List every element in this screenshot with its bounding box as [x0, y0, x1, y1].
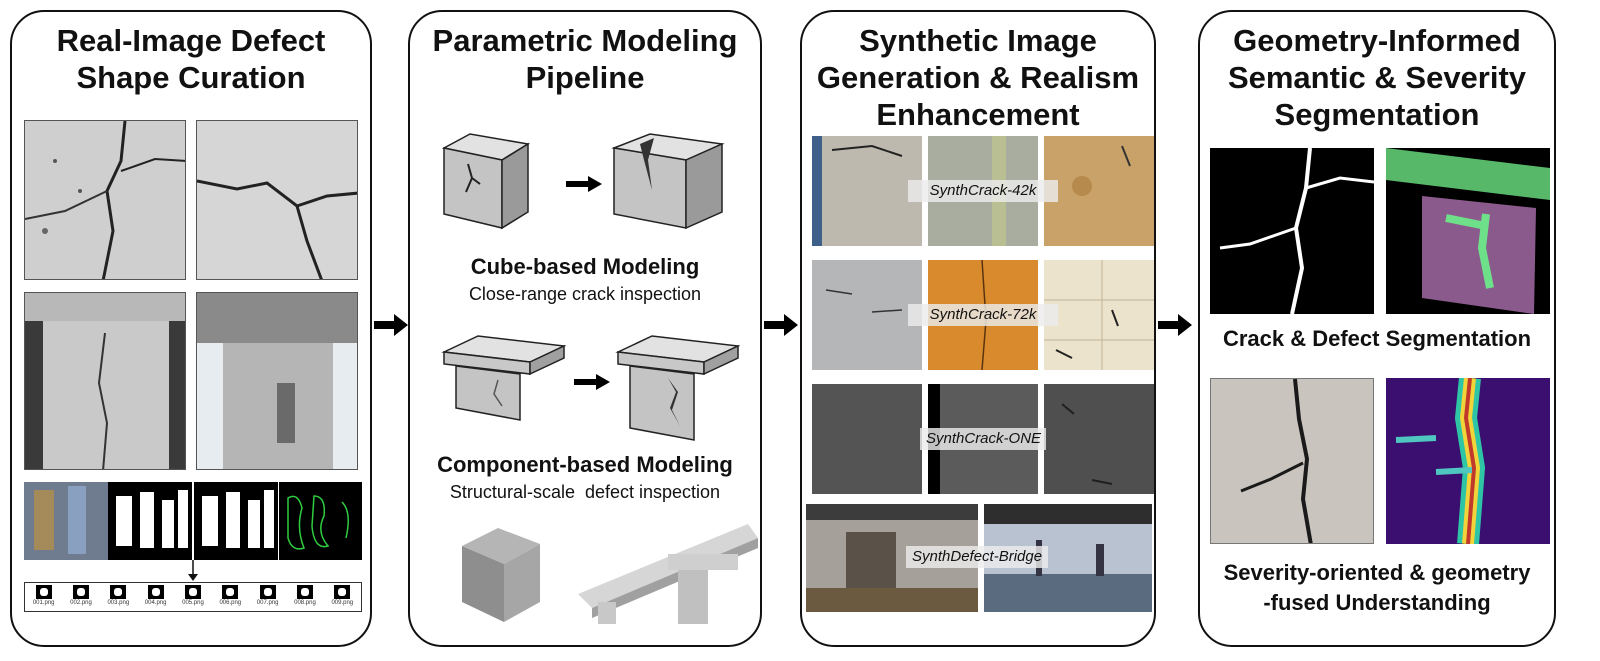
severity-heatmap	[1386, 378, 1550, 544]
thumbnail-item: 007.png	[256, 585, 279, 607]
thumbnail-item: 006.png	[219, 585, 241, 607]
thumbnail-mask	[184, 585, 201, 599]
panel-parametric-modeling: Parametric Modeling Pipeline Cube-based …	[408, 10, 762, 647]
thumbnail-mask	[110, 585, 127, 599]
down-arrow-icon	[188, 560, 198, 581]
process-arrow-icon	[566, 176, 602, 192]
panel-title: Real-Image Defect Shape Curation	[56, 23, 326, 95]
panel-synthetic-generation: Synthetic Image Generation & Realism Enh…	[800, 10, 1156, 647]
bridge-component-render	[578, 524, 758, 624]
thumbnail-mask	[334, 585, 351, 599]
crack-photo-closeup	[1210, 378, 1374, 544]
thumbnail-item: 002.png	[70, 585, 92, 607]
thumbnail-item: 003.png	[107, 585, 129, 607]
thumbnail-filename: 009.png	[331, 600, 354, 606]
panel-title: Geometry-Informed Semantic & Severity Se…	[1227, 23, 1527, 132]
thumbnail-mask	[147, 585, 164, 599]
cube-modeling-heading: Cube-based Modeling	[470, 254, 700, 279]
synth-row-1: SynthCrack-42k	[812, 136, 1154, 246]
thumbnail-mask	[296, 585, 313, 599]
semantic-defect-mask	[1386, 148, 1550, 314]
right-arrow-icon	[1158, 314, 1192, 336]
right-arrow-icon	[374, 314, 408, 336]
synth-row-2: SynthCrack-72k	[812, 260, 1154, 370]
thumbnail-item: 009.png	[331, 585, 353, 607]
component-modeling-subtitle: Structural-scale defect inspection	[449, 482, 721, 502]
beam-before-icon	[441, 335, 566, 421]
segmentation-caption: Crack & Defect Segmentation	[1222, 326, 1532, 351]
thumbnail-item: 005.png	[182, 585, 204, 607]
thumbnail-filename: 006.png	[219, 600, 242, 606]
panel-real-image-curation: Real-Image Defect Shape Curation	[10, 10, 372, 647]
concrete-cube-render	[462, 528, 540, 622]
beam-after-icon	[615, 335, 740, 441]
dataset-label-synthdefect-bridge: SynthDefect-Bridge	[906, 546, 1048, 568]
cube-before-icon	[441, 133, 531, 230]
thumbnail-item: 008.png	[294, 585, 316, 607]
cube-modeling-subtitle: Close-range crack inspection	[468, 284, 702, 304]
right-arrow-icon	[764, 314, 798, 336]
cube-after-icon	[611, 133, 725, 230]
thumbnail-filename: 007.png	[256, 600, 279, 606]
bridge-pier-crack-photo	[24, 292, 186, 470]
binary-crack-mask	[1210, 148, 1374, 314]
thumbnail-item: 001.png	[33, 585, 55, 607]
process-arrow-icon-2	[574, 374, 610, 390]
mask-strip	[24, 482, 362, 560]
panel-title: Parametric Modeling Pipeline	[432, 23, 738, 95]
thumbnail-mask	[222, 585, 239, 599]
synth-row-4: SynthDefect-Bridge	[806, 504, 1152, 612]
thumbnail-filename: 002.png	[70, 600, 92, 606]
concrete-crack-photo-1	[24, 120, 186, 280]
dataset-label-synthcrack-72k: SynthCrack-72k	[908, 304, 1058, 326]
thumbnail-mask	[35, 585, 52, 599]
thumbnail-mask	[259, 585, 276, 599]
thumbnail-filename: 004.png	[144, 600, 167, 606]
thumbnail-filename: 008.png	[294, 600, 316, 606]
bridge-column-photo	[196, 292, 358, 470]
synth-row-3: SynthCrack-ONE	[812, 384, 1154, 494]
thumbnail-mask	[72, 585, 89, 599]
thumbnail-filename: 005.png	[182, 600, 204, 606]
dataset-label-synthcrack-42k: SynthCrack-42k	[908, 180, 1058, 202]
dataset-label-synthcrack-one: SynthCrack-ONE	[920, 428, 1046, 450]
thumbnail-filename: 003.png	[107, 600, 130, 606]
concrete-crack-photo-2	[196, 120, 358, 280]
component-modeling-heading: Component-based Modeling	[437, 452, 733, 477]
panel-title: Synthetic Image Generation & Realism Enh…	[816, 23, 1140, 132]
severity-caption: Severity-oriented & geometry -fused Unde…	[1223, 560, 1531, 615]
thumbnail-item: 004.png	[145, 585, 167, 607]
thumbnail-row: 001.png 002.png 003.png 004.png 005.png 006.p…	[24, 582, 362, 612]
thumbnail-filename: 001.png	[32, 600, 55, 606]
panel-segmentation: Geometry-Informed Semantic & Severity Se…	[1198, 10, 1556, 647]
